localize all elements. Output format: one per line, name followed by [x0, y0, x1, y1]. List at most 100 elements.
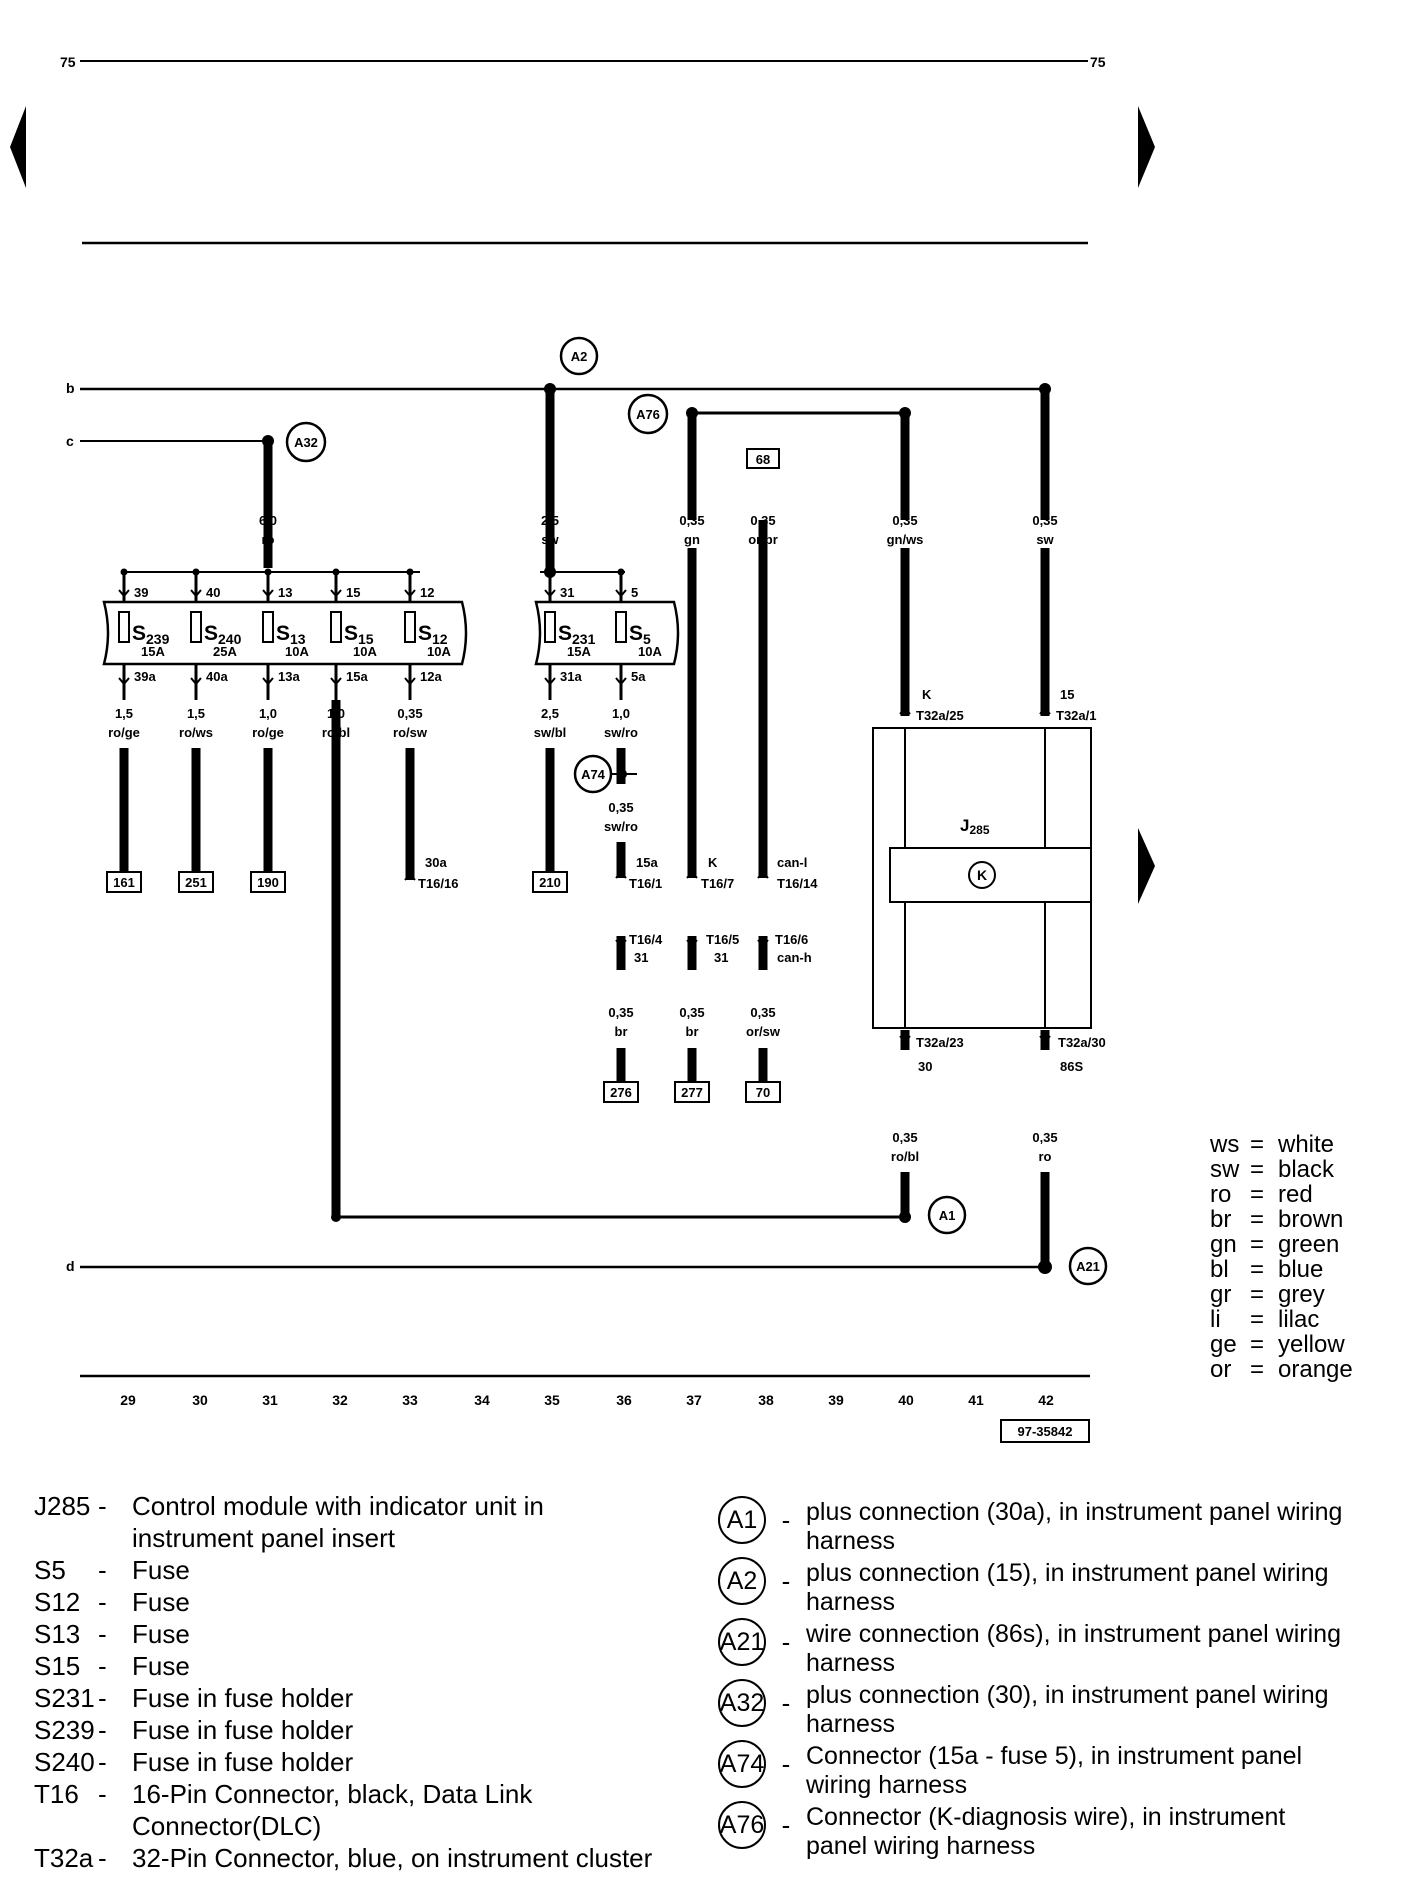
wire-label-w30: 1,5ro/ws	[179, 706, 213, 740]
component-code: S13	[34, 1619, 81, 1649]
svg-text:S5: S5	[629, 622, 651, 647]
svg-text:T32a/25: T32a/25	[916, 708, 964, 723]
component-code: J285	[34, 1491, 91, 1521]
reference-251: 251	[178, 871, 214, 893]
component-description: 32-Pin Connector, blue, on instrument cl…	[132, 1843, 653, 1873]
svg-text:ro/bl: ro/bl	[891, 1149, 919, 1164]
reference-277: 277	[674, 1081, 710, 1103]
svg-text:d: d	[66, 1258, 75, 1274]
component-legend-item: S240-Fuse in fuse holder	[34, 1746, 674, 1778]
junction-dots	[262, 383, 1052, 1274]
terminal-labels: 30a T16/16 15a T16/1 K T16/7 can-l T16/1…	[418, 855, 818, 965]
svg-text:10A: 10A	[427, 644, 451, 659]
component-legend-item: J285-Control module with indicator unit …	[34, 1490, 674, 1554]
svg-text:ro/ws: ro/ws	[179, 725, 213, 740]
column-number: 38	[758, 1392, 774, 1408]
color-legend-item: br=brown	[1210, 1207, 1353, 1232]
svg-text:A76: A76	[636, 407, 660, 422]
component-legend-item: S13-Fuse	[34, 1618, 674, 1650]
reference-70: 70	[745, 1081, 781, 1103]
next-page-arrow[interactable]	[1138, 106, 1155, 188]
continue-arrow[interactable]	[1138, 828, 1155, 904]
prev-page-arrow[interactable]	[10, 106, 26, 188]
svg-text:6,0: 6,0	[259, 513, 277, 528]
svg-text:15A: 15A	[567, 644, 591, 659]
equals-sign: =	[1250, 1131, 1265, 1158]
color-name: brown	[1278, 1206, 1344, 1233]
svg-text:0,35: 0,35	[679, 513, 704, 528]
component-legend-item: S12-Fuse	[34, 1586, 674, 1618]
color-abbr: bl	[1210, 1256, 1229, 1283]
component-legend-item: T32a-32-Pin Connector, blue, on instrume…	[34, 1842, 674, 1874]
svg-text:31a: 31a	[560, 669, 582, 684]
equals-sign: =	[1250, 1306, 1265, 1333]
connection-code-circle: A21	[718, 1618, 766, 1666]
component-description: Fuse	[132, 1651, 190, 1681]
color-abbr: sw	[1210, 1156, 1240, 1183]
component-legend-item: T16-16-Pin Connector, black, Data Link C…	[34, 1778, 674, 1842]
svg-text:K: K	[922, 687, 932, 702]
connection-description: wire connection (86s), in instrument pan…	[806, 1620, 1341, 1677]
column-number: 39	[828, 1392, 844, 1408]
color-name: grey	[1278, 1281, 1325, 1308]
connection-legend-item: A1-plus connection (30a), in instrument …	[718, 1496, 1368, 1557]
color-name: green	[1278, 1231, 1340, 1258]
svg-text:1,0: 1,0	[612, 706, 630, 721]
connection-description: Connector (K-diagnosis wire), in instrum…	[806, 1803, 1286, 1860]
color-abbr: or	[1210, 1356, 1232, 1383]
separator-dash: -	[781, 1810, 791, 1840]
color-abbr: li	[1210, 1306, 1221, 1333]
separator-dash: -	[781, 1505, 791, 1535]
connection-description: plus connection (30a), in instrument pan…	[806, 1498, 1343, 1555]
svg-text:A2: A2	[571, 349, 588, 364]
svg-text:276: 276	[610, 1085, 632, 1100]
svg-text:S240: S240	[204, 622, 242, 647]
svg-text:10A: 10A	[353, 644, 377, 659]
connections-legend: A1-plus connection (30a), in instrument …	[718, 1496, 1368, 1862]
connection-legend-item: A21-wire connection (86s), in instrument…	[718, 1618, 1368, 1679]
svg-text:S239: S239	[132, 622, 170, 647]
svg-text:2,5: 2,5	[541, 706, 559, 721]
component-description: Fuse in fuse holder	[132, 1683, 354, 1713]
svg-text:sw/ro: sw/ro	[604, 725, 638, 740]
color-legend-item: or=orange	[1210, 1357, 1353, 1382]
svg-text:12a: 12a	[420, 669, 442, 684]
svg-text:31: 31	[560, 585, 574, 600]
connection-code-circle: A76	[718, 1801, 766, 1849]
connection-point-A32: A32	[285, 421, 327, 463]
column-number: 31	[262, 1392, 278, 1408]
svg-text:T16/4: T16/4	[629, 932, 663, 947]
svg-text:10A: 10A	[638, 644, 662, 659]
component-code: T32a	[34, 1843, 94, 1873]
svg-text:39: 39	[134, 585, 148, 600]
components-legend: J285-Control module with indicator unit …	[34, 1490, 674, 1874]
connection-code-circle: A32	[718, 1679, 766, 1727]
svg-text:br: br	[686, 1024, 699, 1039]
component-legend-item: S5-Fuse	[34, 1554, 674, 1586]
svg-text:T32a/23: T32a/23	[916, 1035, 964, 1050]
equals-sign: =	[1250, 1281, 1265, 1308]
svg-text:K: K	[708, 855, 718, 870]
column-number: 41	[968, 1392, 984, 1408]
color-name: lilac	[1278, 1306, 1320, 1333]
component-code: S231	[34, 1683, 95, 1713]
separator-dash: -	[98, 1587, 107, 1617]
column-number: 42	[1038, 1392, 1054, 1408]
page-number-left: 75	[60, 54, 76, 70]
color-legend-item: ge=yellow	[1210, 1332, 1353, 1357]
component-description: Fuse in fuse holder	[132, 1715, 354, 1745]
wire-labels-upper: 6,0 ro 2,5 sw 0,35 gn 0,35 or/br 0,35 gn…	[259, 513, 1058, 547]
component-code: S12	[34, 1587, 81, 1617]
svg-text:ro/sw: ro/sw	[393, 725, 428, 740]
bus-line-c: c	[66, 433, 268, 449]
svg-text:13: 13	[278, 585, 292, 600]
connection-description: plus connection (15), in instrument pane…	[806, 1559, 1329, 1616]
svg-text:0,35: 0,35	[608, 800, 633, 815]
separator-dash: -	[98, 1747, 107, 1777]
